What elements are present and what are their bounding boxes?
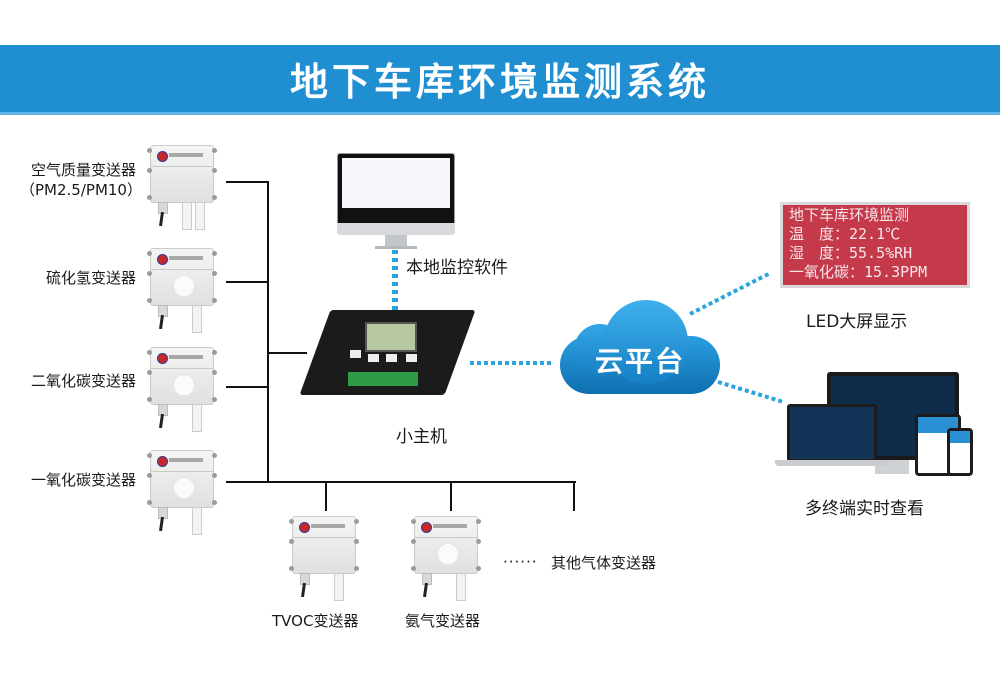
led-line-co: 一氧化碳：15.3PPM (789, 263, 928, 281)
cable-icon (159, 516, 164, 532)
sensor-label-nh3: 氨气变送器 (405, 612, 481, 630)
bus-link-co (226, 481, 576, 483)
connector-controller-to-cloud (470, 361, 554, 365)
bus-drop-tvoc (325, 481, 327, 511)
cloud-label: 云平台 (594, 345, 685, 378)
sensor-label-h2s: 硫化氢变送器 (45, 269, 136, 287)
led-line-temperature: 温 度：22.1℃ (789, 225, 901, 243)
terminal-block (348, 372, 418, 386)
brand-logo-icon (157, 254, 168, 265)
multi-terminal-devices (775, 370, 975, 480)
title-banner: 地下车库环境监测系统 (0, 45, 1000, 115)
connector-cloud-to-devices (717, 380, 784, 404)
laptop-icon (787, 404, 877, 462)
bus-link-controller (267, 352, 307, 354)
controller-label: 小主机 (396, 427, 447, 447)
sensor-label-air-quality-line2: （PM2.5/PM10） (20, 181, 142, 199)
controller-device (299, 310, 476, 405)
sensor-device-h2s (147, 248, 217, 333)
connector-controller-to-software (392, 250, 398, 310)
sensor-device-air-quality (147, 145, 217, 230)
brand-logo-icon (299, 522, 310, 533)
cable-icon (159, 413, 164, 429)
other-sensors-label: 其他气体变送器 (551, 554, 657, 572)
connector-cloud-to-led (689, 271, 772, 316)
sensor-device-co (147, 450, 217, 535)
sensor-window-icon (173, 374, 195, 396)
bus-link-h2s (226, 281, 269, 283)
cloud-platform: 云平台 (560, 300, 720, 400)
sensor-label-air-quality: 空气质量变送器 （PM2.5/PM10） (20, 160, 142, 200)
controller-lcd (365, 322, 417, 352)
tablet-icon (915, 414, 961, 476)
led-display-panel: 地下车库环境监测 温 度：22.1℃ 湿 度：55.5%RH 一氧化碳：15.3… (780, 202, 970, 288)
local-software-label: 本地监控软件 (406, 258, 508, 278)
cable-icon (423, 582, 428, 598)
sensor-label-air-quality-line1: 空气质量变送器 (30, 161, 136, 179)
sensor-window-icon (437, 543, 459, 565)
sensor-label-tvoc: TVOC变送器 (272, 612, 359, 630)
sensor-device-co2 (147, 347, 217, 432)
phone-icon (947, 428, 973, 476)
bus-drop-other (573, 481, 575, 511)
led-line-humidity: 湿 度：55.5%RH (789, 244, 913, 262)
led-display-label: LED大屏显示 (806, 312, 908, 332)
sensor-label-co: 一氧化碳变送器 (30, 471, 136, 489)
brand-logo-icon (157, 353, 168, 364)
local-monitor-device (337, 153, 455, 249)
other-sensors-ellipsis: ······ (503, 553, 538, 571)
brand-logo-icon (157, 151, 168, 162)
bus-link-air-quality (226, 181, 269, 183)
sensor-device-tvoc (289, 516, 359, 601)
led-line-title: 地下车库环境监测 (789, 206, 910, 224)
cable-icon (301, 582, 306, 598)
software-screen (342, 158, 450, 208)
brand-logo-icon (421, 522, 432, 533)
multi-terminal-label: 多终端实时查看 (805, 499, 924, 519)
sensor-device-nh3 (411, 516, 481, 601)
sensor-window-icon (173, 477, 195, 499)
cable-icon (159, 314, 164, 330)
bus-drop-nh3 (450, 481, 452, 511)
sensor-window-icon (173, 275, 195, 297)
brand-logo-icon (157, 456, 168, 467)
page-title: 地下车库环境监测系统 (289, 60, 710, 104)
cable-icon (159, 211, 164, 227)
sensor-label-co2: 二氧化碳变送器 (30, 372, 136, 390)
bus-vertical-line (267, 181, 269, 483)
bus-link-co2 (226, 386, 269, 388)
